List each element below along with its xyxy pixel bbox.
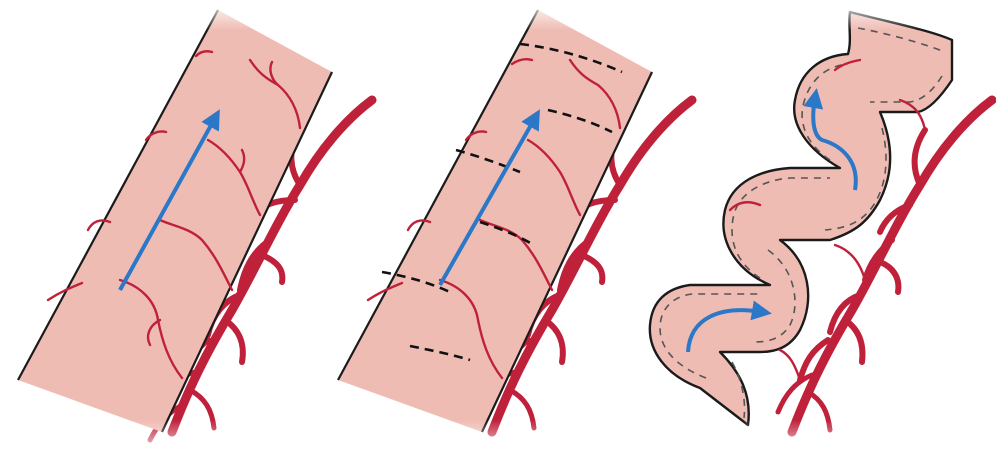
vessel-branch [880, 262, 898, 292]
wall-vessel [780, 350, 800, 380]
panel-folded [650, 12, 992, 432]
wall-vessel [835, 245, 865, 280]
bowel-folded [650, 12, 952, 425]
vessel-branch [545, 320, 563, 362]
fade-top [0, 0, 996, 30]
panel-straight [18, 10, 372, 440]
fade-bottom [0, 420, 996, 460]
vessel-branch [225, 320, 243, 362]
panel-marked [338, 10, 692, 432]
vessel-branch [582, 255, 602, 282]
bowel-body [650, 12, 952, 425]
vessel-branch [262, 255, 282, 282]
